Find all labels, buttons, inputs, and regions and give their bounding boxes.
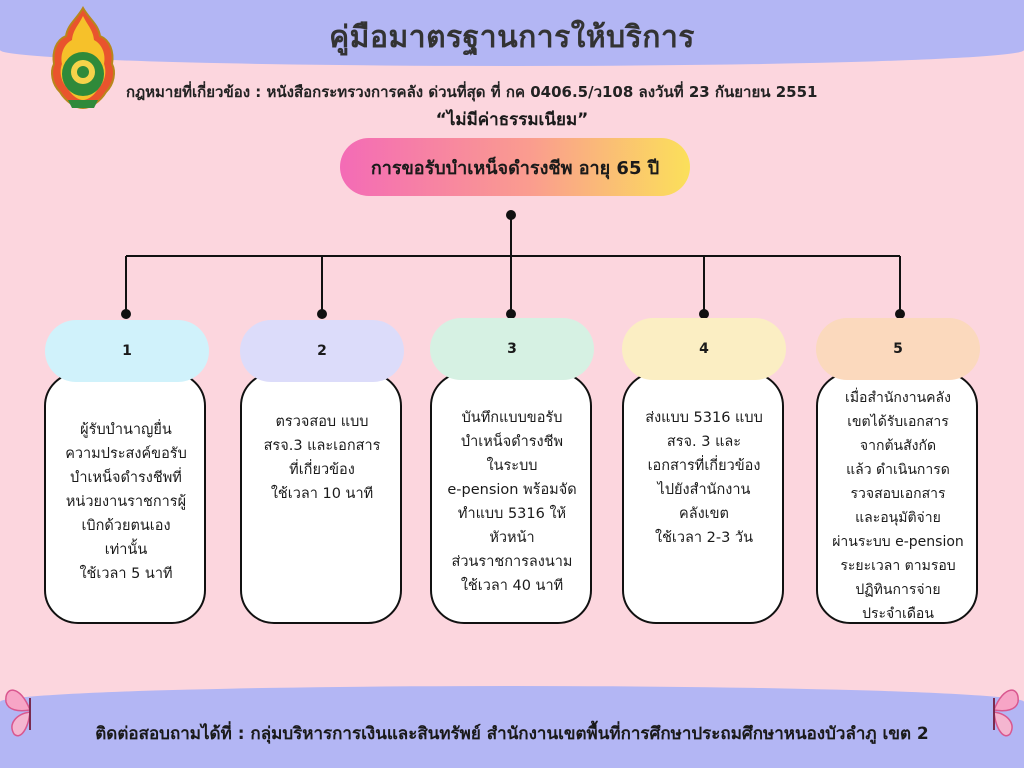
step-2-card: ตรวจสอบ แบบ สรจ.3 และเอกสาร ที่เกี่ยวข้อ…: [240, 372, 402, 624]
butterfly-icon-left: [5, 689, 32, 737]
step-5-header: 5: [816, 318, 980, 380]
ministry-seal-logo: [51, 6, 115, 110]
law-reference: กฎหมายที่เกี่ยวข้อง : หนังสือกระทรวงการค…: [126, 83, 818, 101]
contact-info: ติดต่อสอบถามได้ที่ : กลุ่มบริหารการเงินแ…: [95, 724, 929, 744]
step-4-text: ส่งแบบ 5316 แบบ สรจ. 3 และ เอกสารที่เกี่…: [645, 410, 763, 546]
step-2-header: 2: [240, 320, 404, 382]
step-4-header: 4: [622, 318, 786, 380]
step-3-header: 3: [430, 318, 594, 380]
step-1-card: ผู้รับบำนาญยื่น ความประสงค์ขอรับ บำเหน็จ…: [44, 372, 206, 624]
step-3-text: บันทึกแบบขอรับ บำเหน็จดำรงชีพ ในระบบ e-p…: [447, 410, 577, 594]
step-1-text: ผู้รับบำนาญยื่น ความประสงค์ขอรับ บำเหน็จ…: [65, 422, 187, 582]
step-5-text: เมื่อสำนักงานคลัง เขตได้รับเอกสาร จากต้น…: [832, 390, 964, 622]
step-3-card: บันทึกแบบขอรับ บำเหน็จดำรงชีพ ในระบบ e-p…: [430, 372, 592, 624]
fee-note: “ไม่มีค่าธรรมเนียม”: [435, 110, 589, 130]
service-name-pill: การขอรับบำเหน็จดำรงชีพ อายุ 65 ปี: [340, 138, 690, 196]
step-5-card: เมื่อสำนักงานคลัง เขตได้รับเอกสาร จากต้น…: [816, 372, 978, 624]
footer-band: [0, 686, 1024, 768]
step-4-card: ส่งแบบ 5316 แบบ สรจ. 3 และ เอกสารที่เกี่…: [622, 372, 784, 624]
page-title: คู่มือมาตรฐานการให้บริการ: [329, 20, 695, 55]
step-2-text: ตรวจสอบ แบบ สรจ.3 และเอกสาร ที่เกี่ยวข้อ…: [263, 414, 381, 502]
butterfly-icon-right: [992, 689, 1019, 737]
step-1-header: 1: [45, 320, 209, 382]
header-band: [0, 0, 1024, 66]
